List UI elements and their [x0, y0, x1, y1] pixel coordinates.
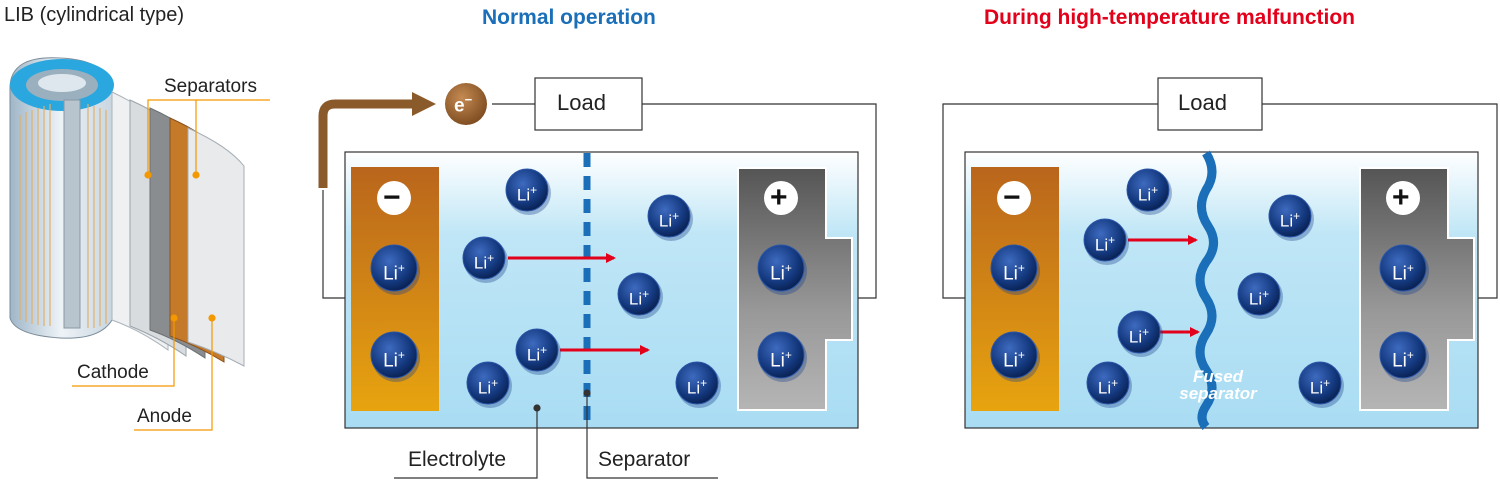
pos-sign: + — [770, 181, 788, 214]
li-ion-text: Li — [1279, 211, 1294, 231]
electron-sup: − — [464, 92, 473, 107]
li-ion-sup: + — [1323, 376, 1331, 390]
li-ion-sup: + — [1017, 348, 1025, 362]
li-ion-label: Li+ — [617, 283, 661, 311]
li-ion-sup: + — [1108, 233, 1116, 247]
li-ion-sup: + — [642, 287, 650, 301]
li-ion-text: Li — [477, 378, 492, 398]
pos-sign: + — [1392, 181, 1410, 214]
li-ion-text: Li — [628, 289, 643, 309]
li-ion-text: Li — [1392, 263, 1407, 285]
li-ion-text: Li — [1309, 378, 1324, 398]
li-ion-label: Li+ — [759, 344, 803, 372]
li-ion-sup: + — [1017, 261, 1025, 275]
li-ion-text: Li — [1128, 327, 1143, 347]
li-ion-label: Li+ — [1117, 321, 1161, 349]
li-ion-sup: + — [487, 251, 495, 265]
li-ion-label: Li+ — [675, 372, 719, 400]
li-ion-text: Li — [1248, 289, 1263, 309]
li-ion-label: Li+ — [1298, 372, 1342, 400]
li-ion-text: Li — [516, 185, 531, 205]
load-label: Load — [1178, 90, 1227, 115]
li-ion-label: Li+ — [1083, 229, 1127, 257]
fused-line1: Fused — [1192, 367, 1244, 386]
neg-sign: − — [1003, 181, 1021, 214]
li-ion-sup: + — [784, 261, 792, 275]
li-ion-sup: + — [530, 183, 538, 197]
li-ion-sup: + — [1151, 183, 1159, 197]
separator-label: Separator — [598, 448, 691, 471]
li-ion-text: Li — [473, 253, 488, 273]
li-ion-sup: + — [1406, 261, 1414, 275]
positive-terminal-icon — [764, 181, 798, 215]
li-ion-label: Li+ — [1268, 205, 1312, 233]
anode-label: Anode — [137, 406, 192, 427]
separators-label: Separators — [164, 76, 257, 97]
li-ion-label: Li+ — [466, 372, 510, 400]
neg-sign: − — [383, 181, 401, 214]
load-box — [534, 77, 643, 131]
li-ion-sup: + — [1406, 348, 1414, 362]
negative-terminal-icon — [377, 181, 411, 215]
li-ion-label: Li+ — [1381, 344, 1425, 372]
li-ion-label: Li+ — [1381, 257, 1425, 285]
positive-terminal-icon — [1386, 181, 1420, 215]
li-ion-text: Li — [658, 211, 673, 231]
electron-icon — [445, 83, 487, 125]
electron-text: e — [454, 95, 465, 117]
li-ion-text: Li — [383, 263, 398, 285]
li-ion-text: Li — [1003, 263, 1018, 285]
li-ion-text: Li — [770, 350, 785, 372]
fused-line2: separator — [1179, 384, 1257, 403]
li-ion-label: Li+ — [1237, 283, 1281, 311]
li-ion-sup: + — [1142, 325, 1150, 339]
li-ion-text: Li — [1137, 185, 1152, 205]
li-ion-sup: + — [784, 348, 792, 362]
li-ion-label: Li+ — [462, 247, 506, 275]
li-ion-label: Li+ — [372, 344, 416, 372]
lib-title: LIB (cylindrical type) — [4, 4, 184, 27]
li-ion-label: Li+ — [992, 257, 1036, 285]
cylindrical-cell-illustration — [9, 57, 270, 431]
li-ion-label: Li+ — [515, 339, 559, 367]
li-ion-sup: + — [540, 343, 548, 357]
li-ion-sup: + — [491, 376, 499, 390]
lib-title-main: LIB — [4, 4, 35, 26]
li-ion-text: Li — [1097, 378, 1112, 398]
li-ion-label: Li+ — [759, 257, 803, 285]
li-ion-label: Li+ — [992, 344, 1036, 372]
li-ion-sup: + — [1262, 287, 1270, 301]
load-box — [1157, 77, 1263, 131]
electrolyte-label: Electrolyte — [408, 448, 507, 471]
malfunction-title: During high-temperature malfunction — [984, 6, 1356, 29]
li-ion-sup: + — [1293, 209, 1301, 223]
li-ion-sup: + — [397, 261, 405, 275]
li-ion-text: Li — [526, 345, 541, 365]
li-ion-text: Li — [383, 350, 398, 372]
lib-title-sub: (cylindrical type) — [34, 4, 185, 26]
li-ion-text: Li — [1392, 350, 1407, 372]
load-label: Load — [557, 90, 606, 115]
normal-title: Normal operation — [482, 6, 656, 29]
fused-separator — [1195, 150, 1218, 430]
li-ion-label: Li+ — [505, 179, 549, 207]
li-ion-sup: + — [700, 376, 708, 390]
fused-separator-label: Fused separator — [1168, 368, 1268, 402]
li-ion-sup: + — [397, 348, 405, 362]
li-ion-label: Li+ — [647, 205, 691, 233]
li-ion-text: Li — [686, 378, 701, 398]
li-ion-text: Li — [1094, 235, 1109, 255]
li-ion-sup: + — [672, 209, 680, 223]
negative-terminal-icon — [997, 181, 1031, 215]
li-ion-text: Li — [770, 263, 785, 285]
electron-label: e− — [454, 92, 472, 117]
li-ion-label: Li+ — [372, 257, 416, 285]
li-ion-label: Li+ — [1126, 179, 1170, 207]
cathode-label: Cathode — [77, 362, 149, 383]
li-ion-text: Li — [1003, 350, 1018, 372]
li-ion-label: Li+ — [1086, 372, 1130, 400]
li-ion-sup: + — [1111, 376, 1119, 390]
